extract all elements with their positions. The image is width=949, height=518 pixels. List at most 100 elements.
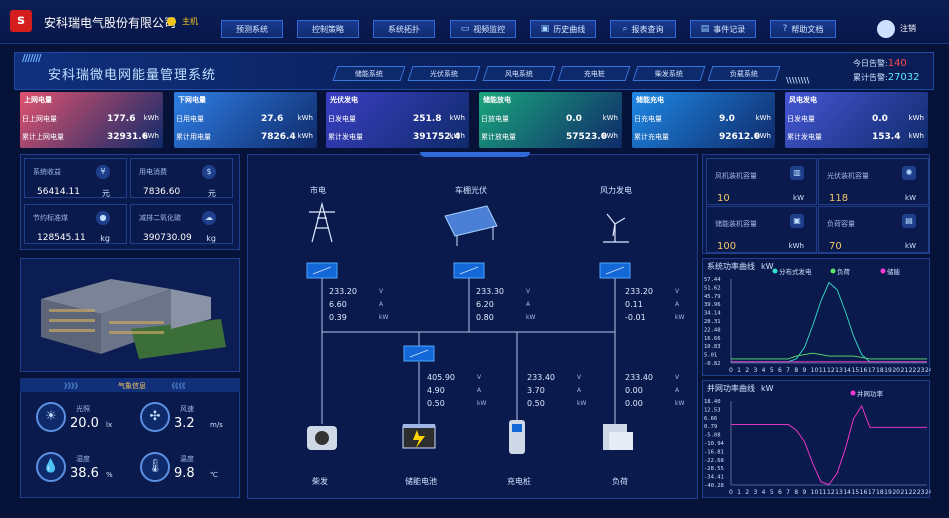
- nav-label: 历史曲线: [553, 24, 586, 34]
- x-tick-label: 14: [843, 489, 851, 496]
- tab-wind[interactable]: 风电系统: [482, 66, 556, 81]
- nav-forecast[interactable]: 预测系统: [221, 20, 283, 38]
- card-title: 储能放电: [483, 96, 511, 104]
- nav-video[interactable]: ▭视频监控: [450, 20, 516, 38]
- tab-pv[interactable]: 光伏系统: [407, 66, 481, 81]
- x-tick-label: 5: [770, 367, 774, 374]
- card-row-value: 7826.4: [261, 132, 296, 142]
- reading-value: 233.20: [329, 287, 357, 296]
- y-tick-label: -40.28: [704, 483, 724, 489]
- x-tick-label: 6: [778, 367, 782, 374]
- x-tick-label: 23: [917, 489, 925, 496]
- card-title: 光伏发电: [330, 96, 358, 104]
- legend-label: 储能: [887, 267, 901, 276]
- nav-events[interactable]: ▤事件记录: [690, 20, 756, 38]
- weather-value: 3.2: [174, 416, 195, 431]
- card-row-value: 251.8: [413, 114, 442, 124]
- nav-history[interactable]: ▣历史曲线: [530, 20, 596, 38]
- tab-diesel[interactable]: 柴发系统: [632, 66, 706, 81]
- card-title: 下网电量: [178, 96, 206, 104]
- help-icon: ?: [782, 24, 788, 34]
- alarm-today: 今日告警:140: [853, 58, 907, 69]
- card-row-unit: kWh: [449, 114, 465, 122]
- reading-unit: kW: [526, 314, 536, 321]
- x-tick-label: 15: [852, 367, 860, 374]
- stat-label: 节约标准煤: [33, 214, 68, 222]
- card-row-unit: kWh: [908, 132, 924, 140]
- x-tick-label: 10: [811, 367, 819, 374]
- card-row-label: 日用电量: [176, 115, 204, 123]
- reading-unit: A: [675, 387, 680, 394]
- card-row-label: 累计用电量: [176, 133, 211, 141]
- x-tick-label: 18: [876, 367, 884, 374]
- x-tick-label: 7: [786, 489, 790, 496]
- x-tick-label: 17: [868, 489, 876, 496]
- wind-icon: ✣: [140, 402, 170, 432]
- stat-value: 7836.60: [143, 187, 181, 197]
- weather-label: 光照: [76, 405, 90, 413]
- y-tick-label: -34.41: [704, 475, 724, 481]
- reading-value: 0.39: [329, 313, 347, 322]
- legend-label: 并网功率: [857, 389, 884, 398]
- x-tick-label: 21: [901, 489, 909, 496]
- y-tick-label: -5.08: [704, 433, 721, 439]
- y-tick-label: 57.44: [704, 277, 721, 283]
- legend-label: 分布式发电: [779, 267, 812, 276]
- tab-charging[interactable]: 充电桩: [557, 66, 631, 81]
- stat-unit: kg: [206, 234, 216, 243]
- y-tick-label: 6.66: [704, 416, 717, 422]
- capacity-icon: ▤: [902, 214, 916, 228]
- capacity-value: 100: [717, 241, 737, 252]
- chart-title: 系统功率曲线: [707, 261, 755, 271]
- weather-label: 温度: [180, 455, 194, 463]
- x-tick-label: 22: [909, 489, 917, 496]
- x-tick-label: 17: [868, 367, 876, 374]
- x-tick-label: 0: [729, 489, 733, 496]
- x-tick-label: 9: [803, 489, 807, 496]
- video-icon: ▭: [460, 24, 470, 34]
- tab-storage[interactable]: 储能系统: [332, 66, 406, 81]
- capacity-label: 储能装机容量: [715, 220, 757, 228]
- nav-control-strategy[interactable]: 控制策略: [297, 20, 359, 38]
- x-tick-label: 12: [827, 367, 835, 374]
- reading-value: 0.50: [527, 399, 545, 408]
- weather-header: [20, 378, 240, 392]
- y-tick-label: 45.79: [704, 294, 721, 300]
- stat-icon: ●: [96, 211, 110, 225]
- stat-unit: 元: [208, 189, 216, 198]
- nav-help[interactable]: ?帮助文档: [770, 20, 836, 38]
- capacity-icon: ✺: [902, 166, 916, 180]
- tab-label: 储能系统: [355, 69, 383, 78]
- card-row-unit: kWh: [602, 114, 618, 122]
- x-tick-label: 10: [811, 489, 819, 496]
- reading-unit: V: [577, 374, 582, 381]
- reading-value: 0.80: [476, 313, 494, 322]
- capacity-label: 光伏装机容量: [827, 172, 869, 180]
- logout-button[interactable]: 注销: [900, 24, 916, 33]
- x-tick-label: 22: [909, 367, 917, 374]
- capacity-label: 风机装机容量: [715, 172, 757, 180]
- stat-icon: $: [202, 165, 216, 179]
- history-icon: ▣: [540, 24, 550, 34]
- x-tick-label: 14: [843, 367, 851, 374]
- y-tick-label: 16.66: [704, 336, 721, 342]
- x-tick-label: 18: [876, 489, 884, 496]
- card-row-value: 0.0: [566, 114, 582, 124]
- nav-reports[interactable]: ⌕报表查询: [610, 20, 676, 38]
- load-label: 储能电池: [405, 477, 437, 486]
- capacity-value: 10: [717, 193, 730, 204]
- card-row: 日发电量 251.8 kWh: [328, 114, 465, 124]
- tab-load[interactable]: 负载系统: [707, 66, 781, 81]
- x-tick-label: 1: [737, 367, 741, 374]
- card-row-value: 0.0: [872, 114, 888, 124]
- card-row-unit: kWh: [449, 132, 465, 140]
- card-row-label: 日发电量: [328, 115, 356, 123]
- card-row-value: 153.4: [872, 132, 901, 142]
- nav-topology[interactable]: 系统拓扑: [373, 20, 435, 38]
- user-avatar[interactable]: [877, 20, 895, 38]
